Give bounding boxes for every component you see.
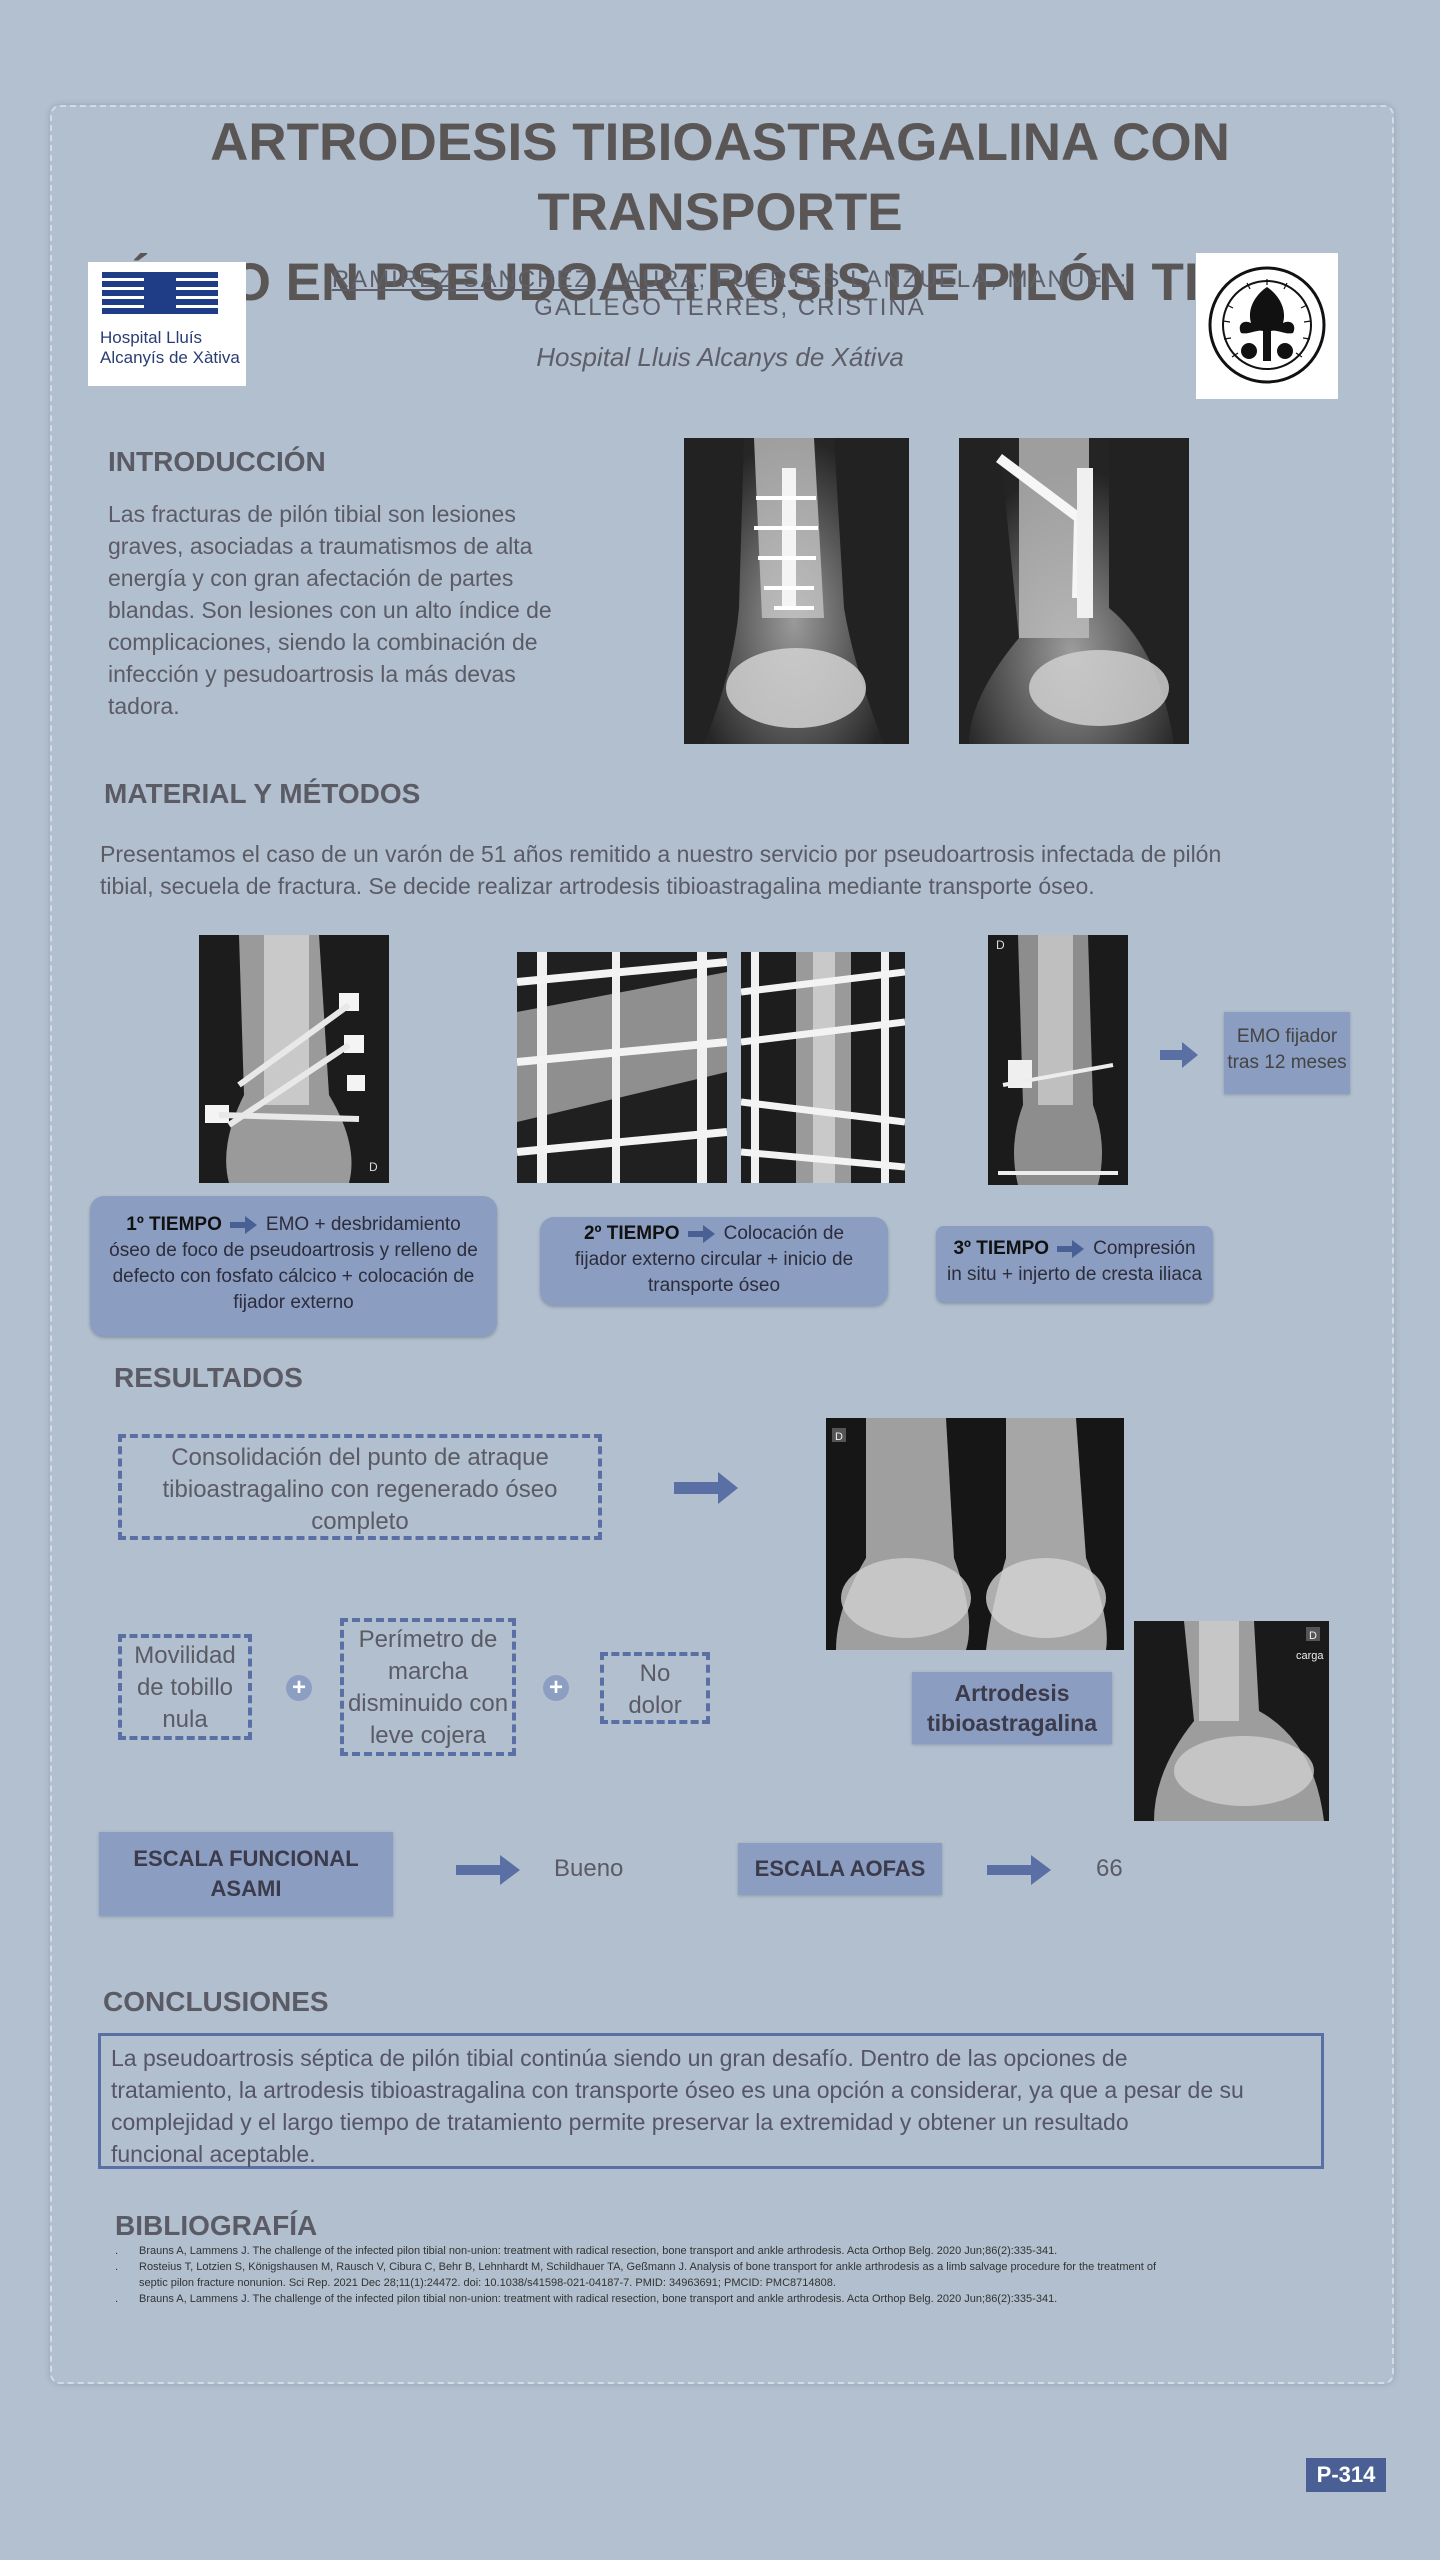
- arrow-icon: [229, 1215, 257, 1234]
- pain-box: No dolor: [600, 1652, 710, 1724]
- authors-rest: ; FUERTES LANZUELA, MANUEL;: [698, 266, 1129, 293]
- methods-heading: MATERIAL Y MÉTODOS: [104, 778, 421, 809]
- asami-value: Bueno: [554, 1855, 624, 1882]
- results-heading: RESULTADOS: [114, 1362, 303, 1393]
- poster-title: ARTRODESIS TIBIOASTRAGALINA CON TRANSPOR…: [60, 108, 1380, 318]
- conclusions-box: La pseudoartrosis séptica de pilón tibia…: [98, 2033, 1324, 2169]
- reference-1: Brauns A, Lammens J. The challenge of th…: [115, 2243, 1315, 2259]
- arrow-icon: [687, 1224, 715, 1243]
- consolidation-box: Consolidación del punto de atraque tibio…: [118, 1434, 602, 1540]
- xray-marker-result: D: [835, 1431, 843, 1443]
- xray-lateral-plate: [959, 438, 1189, 744]
- arrow-right-icon: [1160, 1042, 1198, 1068]
- hospital-name: Hospital Lluis Alcanys de Xátiva: [536, 342, 904, 372]
- arrow-icon: [1057, 1239, 1085, 1258]
- title-line-1: ARTRODESIS TIBIOASTRAGALINA CON TRANSPOR…: [210, 113, 1230, 242]
- xray-step1: D: [199, 935, 389, 1183]
- methods-text: Presentamos el caso de un varón de 51 añ…: [100, 841, 1222, 899]
- conclusions-heading: CONCLUSIONES: [103, 1986, 329, 2017]
- hospital-logo: Hospital Lluís Alcanyís de Xàtiva: [88, 262, 246, 386]
- bibliography-heading: BIBLIOGRAFÍA: [115, 2210, 318, 2241]
- intro-heading: INTRODUCCIÓN: [108, 446, 326, 477]
- arrow-right-icon: [456, 1855, 520, 1885]
- xray-step2-a: [517, 952, 727, 1183]
- society-seal-logo: [1196, 253, 1338, 399]
- xray-ap-result: D: [826, 1418, 1124, 1650]
- xray-step3: D: [988, 935, 1128, 1185]
- seal-icon: [1208, 266, 1326, 384]
- reference-3: Brauns A, Lammens J. The challenge of th…: [115, 2291, 1315, 2307]
- arthrodesis-box: Artrodesis tibioastragalina: [912, 1672, 1112, 1744]
- xray-ap-plate: [684, 438, 909, 744]
- xray-marker-lateral: D: [1309, 1630, 1317, 1642]
- xray-marker: D: [369, 1160, 378, 1174]
- xray-lateral-result: D carga: [1134, 1621, 1329, 1821]
- plus-icon: +: [543, 1675, 569, 1701]
- arrow-right-icon: [674, 1472, 738, 1504]
- reference-2: Rosteius T, Lotzien S, Königshausen M, R…: [115, 2259, 1315, 2291]
- aofas-value: 66: [1096, 1855, 1123, 1882]
- mobility-box: Movilidad de tobillo nula: [118, 1634, 252, 1740]
- xray-marker-step3: D: [996, 938, 1005, 952]
- intro-text: Las fracturas de pilón tibial son lesion…: [108, 501, 552, 719]
- aofas-label: ESCALA AOFAS: [738, 1843, 942, 1895]
- title-line-2: ÓSEO EN PSEUDOARTROSIS DE PILÓN TIBIAL: [117, 253, 1323, 312]
- poster-code-badge: P-314: [1306, 2458, 1386, 2492]
- xray-step2-b: [741, 952, 905, 1183]
- authors: RAMÍREZ SÁNCHEZ, LAURA; FUERTES LANZUELA…: [330, 266, 1130, 322]
- arrow-right-icon: [987, 1855, 1051, 1885]
- asami-label: ESCALA FUNCIONAL ASAMI: [99, 1832, 393, 1916]
- author-first: RAMÍREZ SÁNCHEZ, LAURA: [331, 266, 699, 293]
- hospital-logo-mark: [102, 272, 218, 322]
- authors-line-2: GALLEGO TERRÉS, CRISTINA: [534, 294, 926, 321]
- hospital-logo-text: Hospital Lluís Alcanyís de Xàtiva: [100, 328, 240, 367]
- emo-box: EMO fijador tras 12 meses: [1224, 1012, 1350, 1094]
- bibliography-list: Brauns A, Lammens J. The challenge of th…: [115, 2243, 1315, 2307]
- plus-icon: +: [286, 1675, 312, 1701]
- xray-load-label: carga: [1296, 1650, 1324, 1662]
- perimeter-box: Perímetro de marcha disminuido con leve …: [340, 1618, 516, 1756]
